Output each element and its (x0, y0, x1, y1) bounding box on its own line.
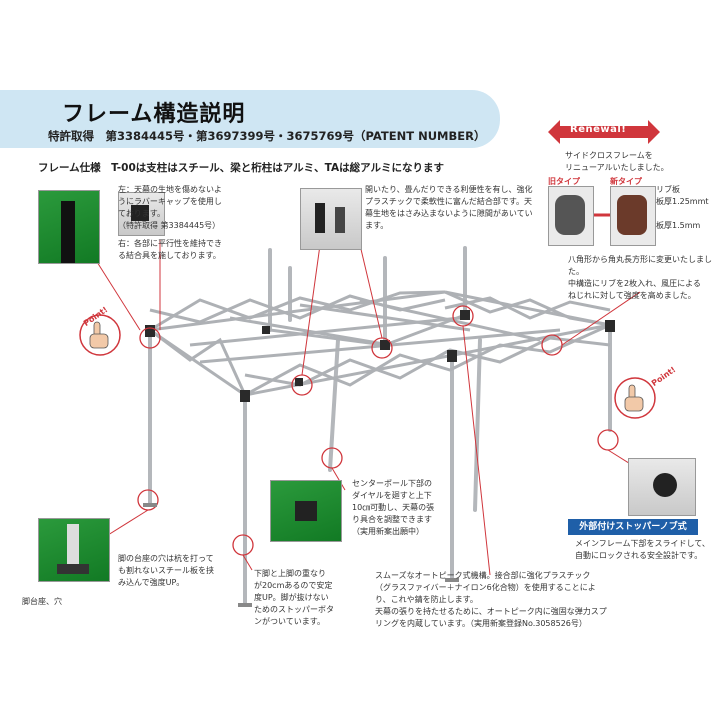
foot-base-photo (38, 518, 110, 582)
stopper-knob-photo (628, 458, 696, 516)
patent-line: 特許取得 第3384445号・第3697399号・3675769号（PATENT… (48, 129, 486, 143)
note-thickness: 板厚1.5mm (656, 221, 701, 230)
new-type-label: 新タイプ (610, 177, 642, 186)
note-octagon: 八角形から角丸長方形に変更いたしました。 中構造にリブを2枚入れ、風圧による ね… (568, 255, 712, 300)
note-joint: 開いたり、畳んだりできる利便性を有し、強化 プラスチックで柔軟性に富んだ結合部で… (365, 185, 533, 230)
joint-photo (300, 188, 362, 250)
renewal-label: Renewal! (570, 124, 627, 135)
foot-label: 脚台座、穴 (22, 597, 62, 606)
center-pole-photo (270, 480, 342, 542)
stopper-badge: 外部付けストッパーノブ式 (568, 519, 698, 535)
point-icon-left (79, 314, 121, 356)
rubber-cap-photo (38, 190, 100, 264)
note-connector: 右：各部に平行性を維持でき る結合具を施しております。 (118, 239, 222, 260)
note-foot-base: 脚の台座の穴は杭を打って も割れないスチール板を挟 み込んで強度UP。 (118, 554, 214, 587)
spec-line: フレーム仕様 T-00は支柱はスチール、梁と桁柱はアルミ、TAは総アルミになりま… (38, 162, 445, 174)
renewal-arrow (548, 120, 660, 144)
old-type-label: 旧タイプ (548, 177, 580, 186)
note-leg-lock: 下脚と上脚の重なり が20cmあるので安定 度UP。脚が抜けない ためのストッパ… (254, 569, 334, 626)
note-renewal: サイドクロスフレームを リニューアルいたしました。 (565, 151, 669, 172)
note-center-pole: センターポール下部の ダイヤルを廻すと上下 10㎝可動し、天幕の張 り具合を調整… (352, 479, 435, 536)
new-type-photo (610, 186, 656, 246)
note-rib: リブ板 板厚1.25mmt (656, 185, 709, 206)
old-type-photo (548, 186, 594, 246)
page-title: フレーム構造説明 (62, 102, 246, 127)
note-rubber-cap: 左：天幕の生地を傷めないよ うにラバーキャップを使用し ております。 （特許取得… (118, 185, 222, 230)
note-stopper: メインフレーム下部をスライドして、 自動にロックされる安全設計です。 (575, 539, 710, 560)
note-autopeak: スムーズなオートピーク式機構。接合部に強化プラスチック （グラスファイバー＋ナイ… (375, 571, 607, 628)
point-icon-right (614, 377, 656, 419)
title-band (0, 90, 500, 148)
connector-photo (118, 192, 165, 236)
